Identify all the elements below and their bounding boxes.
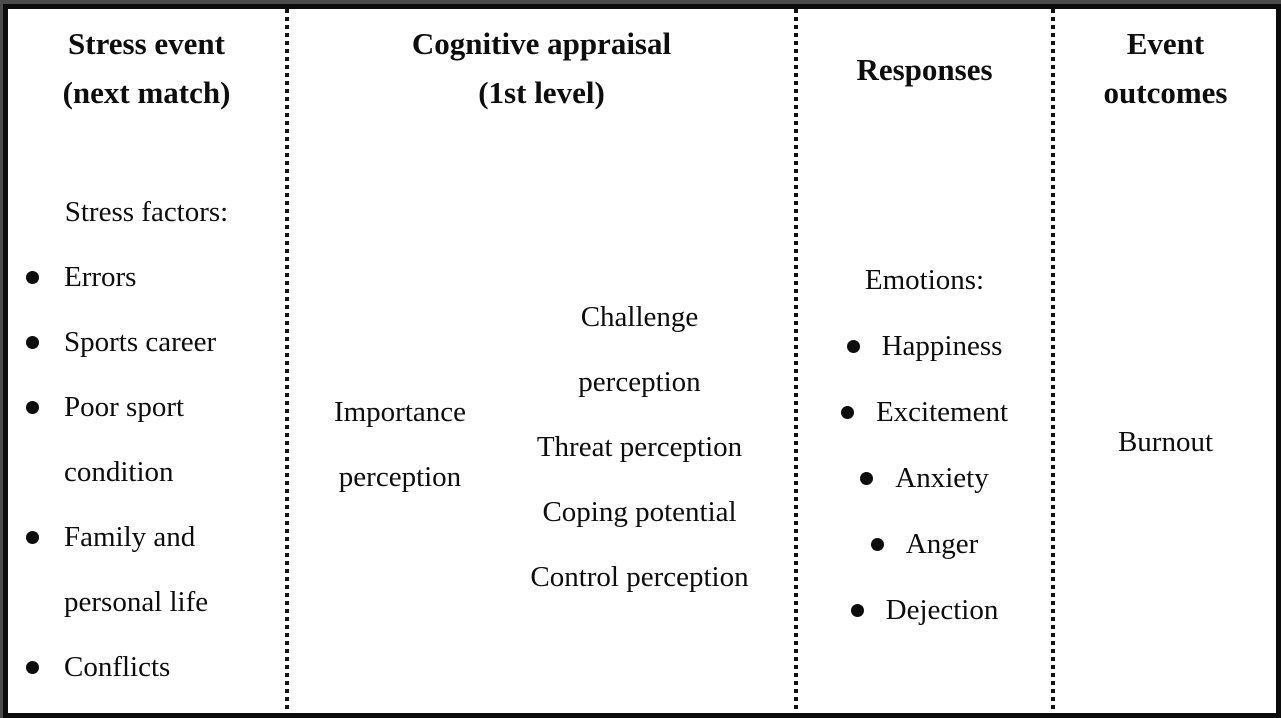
dotted-divider [1051,9,1055,713]
dotted-divider [794,9,798,713]
text-line: perception [578,366,701,398]
column-header-responses: Responses [798,9,1051,131]
text-line: Threat perception [536,431,743,463]
header-line: Event [1126,26,1205,61]
column-content-responses: Emotions: Happiness Excitement Anxiety [798,131,1051,713]
text-line: Importance [333,396,467,428]
stress-factors-label: Stress factors: [64,196,229,228]
emotions-label: Emotions: [864,264,985,296]
list-item-label: Anger [905,527,979,560]
list-item-label: Anxiety [895,461,989,494]
stress-model-table: Stress event (next match) Stress factors… [3,4,1281,718]
column-content-event-outcomes: Burnout [1055,131,1276,713]
dotted-divider [285,9,289,713]
header-line: outcomes [1103,75,1228,110]
list-item-label: Happiness [881,329,1003,362]
stress-factors-list: Errors Sports career Poor sport conditio… [8,245,285,700]
text-line: Coping potential [542,496,737,528]
list-item: Anxiety [798,445,1051,511]
list-item-label: Dejection [885,593,999,626]
bullet-icon [860,471,874,485]
header-line: Cognitive appraisal [411,26,672,61]
text-line: perception [338,461,462,493]
header-line: Responses [856,52,993,87]
header-line: Stress event [68,26,225,61]
text-line: Challenge [580,301,699,333]
header-line: (next match) [62,75,231,110]
column-event-outcomes: Event outcomes Burnout [1055,9,1276,713]
emotions-list: Happiness Excitement Anxiety Anger [798,313,1051,643]
bullet-icon [846,339,860,353]
burnout-label: Burnout [1117,426,1214,458]
list-item: Happiness [798,313,1051,379]
column-header-event-outcomes: Event outcomes [1055,9,1276,131]
bullet-icon [840,405,854,419]
column-header-cognitive-appraisal: Cognitive appraisal (1st level) [289,9,794,131]
column-responses: Responses Emotions: Happiness Excitement [798,9,1051,713]
list-item: Dejection [798,577,1051,643]
list-item: Poor sport condition [8,375,285,505]
column-stress-event: Stress event (next match) Stress factors… [8,9,285,713]
column-content-stress-event: Stress factors: Errors Sports career Poo… [8,131,285,713]
column-cognitive-appraisal: Cognitive appraisal (1st level) Importan… [289,9,794,713]
list-item-label: Excitement [875,395,1009,428]
list-item: Sports career [8,310,285,375]
bullet-icon [870,537,884,551]
list-item: Excitement [798,379,1051,445]
list-item: Conflicts [8,635,285,700]
list-item: Family and personal life [8,505,285,635]
column-content-cognitive-appraisal: Importance perception Challenge percepti… [289,131,794,713]
importance-perception-block: Importance perception [289,380,511,610]
appraisal-perceptions-block: Challenge perception Threat perception C… [511,285,794,610]
column-header-stress-event: Stress event (next match) [8,9,285,131]
list-item: Anger [798,511,1051,577]
list-item: Errors [8,245,285,310]
appraisal-blocks: Importance perception Challenge percepti… [289,131,794,610]
header-line: (1st level) [478,75,605,110]
text-line: Control perception [530,561,749,593]
bullet-icon [850,603,864,617]
